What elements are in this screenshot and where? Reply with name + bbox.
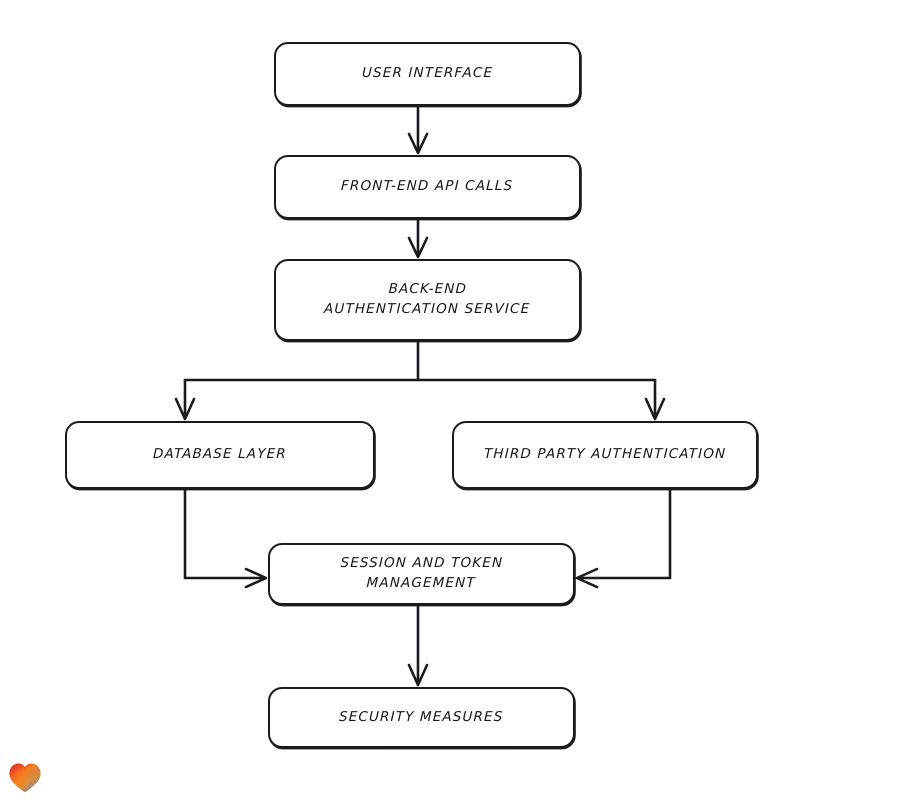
node-label-back-end-auth-service: Back-End Authentication Service xyxy=(323,281,531,317)
edge-api-to-auth xyxy=(407,217,429,259)
heart-icon xyxy=(9,763,41,793)
edge-auth-fork-trunk xyxy=(183,339,657,382)
edge-session-to-security xyxy=(407,603,429,687)
node-label-database-layer: Database Layer xyxy=(152,446,288,463)
edge-ui-to-api xyxy=(407,104,429,155)
node-label-user-interface: User Interface xyxy=(361,65,494,82)
node-session-token-mgmt[interactable]: Session and Token Management xyxy=(268,543,575,605)
node-third-party-auth[interactable]: Third Party Authentication xyxy=(452,421,758,489)
node-database-layer[interactable]: Database Layer xyxy=(65,421,375,489)
node-back-end-auth-service[interactable]: Back-End Authentication Service xyxy=(274,259,581,341)
node-label-third-party-auth: Third Party Authentication xyxy=(483,446,727,463)
edge-auth-to-thirdparty xyxy=(644,378,666,421)
node-label-security-measures: Security Measures xyxy=(339,708,505,725)
node-label-session-token-mgmt: Session and Token Management xyxy=(340,555,504,591)
node-user-interface[interactable]: User Interface xyxy=(274,42,581,106)
edge-db-to-session xyxy=(183,487,268,589)
node-label-front-end-api-calls: Front-End API Calls xyxy=(341,178,514,195)
node-front-end-api-calls[interactable]: Front-End API Calls xyxy=(274,155,581,219)
edge-auth-to-db xyxy=(174,378,196,421)
node-security-measures[interactable]: Security Measures xyxy=(268,687,575,748)
edge-thirdparty-to-session xyxy=(575,487,672,589)
